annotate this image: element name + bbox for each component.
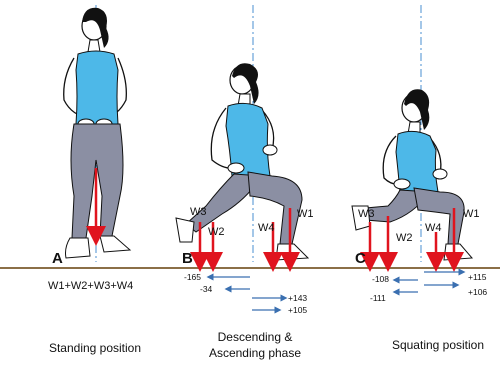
label-c-w2: W2	[396, 232, 413, 244]
caption-descending-1: Descending &	[195, 330, 315, 344]
value-b-left-1: -165	[184, 272, 201, 282]
panel-letter-c: C	[355, 250, 366, 267]
panel-letter-a: A	[52, 250, 63, 267]
weight-sum-formula: W1+W2+W3+W4	[48, 280, 133, 292]
caption-standing: Standing position	[20, 341, 170, 355]
value-b-right-1: +143	[288, 293, 307, 303]
value-c-right-1: +115	[468, 272, 487, 282]
label-c-w1: W1	[463, 208, 480, 220]
value-c-right-2: +106	[468, 287, 487, 297]
value-b-right-2: +105	[288, 305, 307, 315]
label-b-w4: W4	[258, 222, 275, 234]
value-b-left-2: -34	[200, 284, 212, 294]
panel-letter-b: B	[182, 250, 193, 267]
label-c-w3: W3	[358, 208, 375, 220]
figure-standing	[64, 5, 130, 262]
figure-lunge	[176, 5, 308, 310]
value-c-left-2: -111	[370, 293, 386, 303]
caption-descending-2: Ascending phase	[195, 346, 315, 360]
value-c-left-1: -108	[372, 274, 389, 284]
label-c-w4: W4	[425, 222, 442, 234]
label-b-w3: W3	[190, 206, 207, 218]
label-b-w1: W1	[297, 208, 314, 220]
caption-squatting: Squating position	[378, 338, 498, 352]
figure-squat	[352, 5, 472, 292]
label-b-w2: W2	[208, 226, 225, 238]
